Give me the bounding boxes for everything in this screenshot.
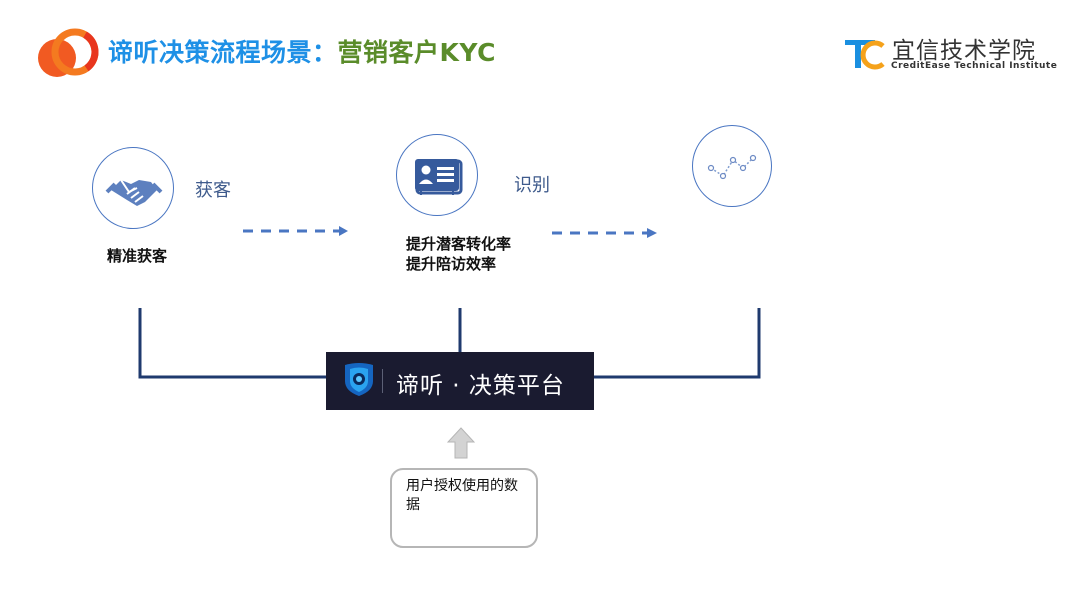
step-acquire-label: 获客 bbox=[195, 180, 231, 201]
line-trend-icon bbox=[707, 154, 757, 180]
dashed-arrow-1 bbox=[243, 226, 348, 236]
handshake-icon bbox=[105, 179, 163, 206]
creditease-logo-icon bbox=[845, 40, 885, 70]
data-source-text: 用户授权使用的数据 bbox=[406, 478, 518, 513]
caption-line: 提升潜客转化率 bbox=[406, 235, 512, 253]
title-kyc: 营销客户KYC bbox=[337, 38, 496, 67]
caption-line: 提升陪访效率 bbox=[406, 255, 497, 273]
step-analysis-circle bbox=[692, 125, 772, 207]
data-source-box: 用户授权使用的数据 bbox=[390, 468, 538, 548]
title-scenario: 谛听决策流程场景： bbox=[108, 38, 338, 67]
shield-logo-icon bbox=[345, 363, 373, 396]
step-identify-caption: 提升潜客转化率 提升陪访效率 bbox=[406, 234, 511, 274]
decision-platform-banner: 谛听 · 决策平台 bbox=[326, 352, 594, 410]
id-card-icon bbox=[415, 159, 463, 195]
page-title: 谛听决策流程场景：营销客户KYC bbox=[108, 33, 496, 69]
up-arrow-icon bbox=[447, 427, 475, 459]
dashed-arrow-2 bbox=[552, 228, 657, 238]
company-rings-logo bbox=[38, 28, 99, 77]
brand-subtitle: CreditEase Technical Institute bbox=[891, 61, 1058, 71]
separator bbox=[382, 369, 383, 393]
step-identify-label: 识别 bbox=[514, 175, 550, 196]
platform-name: 谛听 · 决策平台 bbox=[396, 373, 565, 399]
brand-name: 宜信技术学院 bbox=[892, 38, 1036, 64]
step-acquire-circle bbox=[92, 147, 174, 229]
caption-line: 精准获客 bbox=[107, 247, 168, 265]
step-acquire-caption: 精准获客 bbox=[107, 246, 167, 266]
step-identify-circle bbox=[396, 134, 478, 216]
